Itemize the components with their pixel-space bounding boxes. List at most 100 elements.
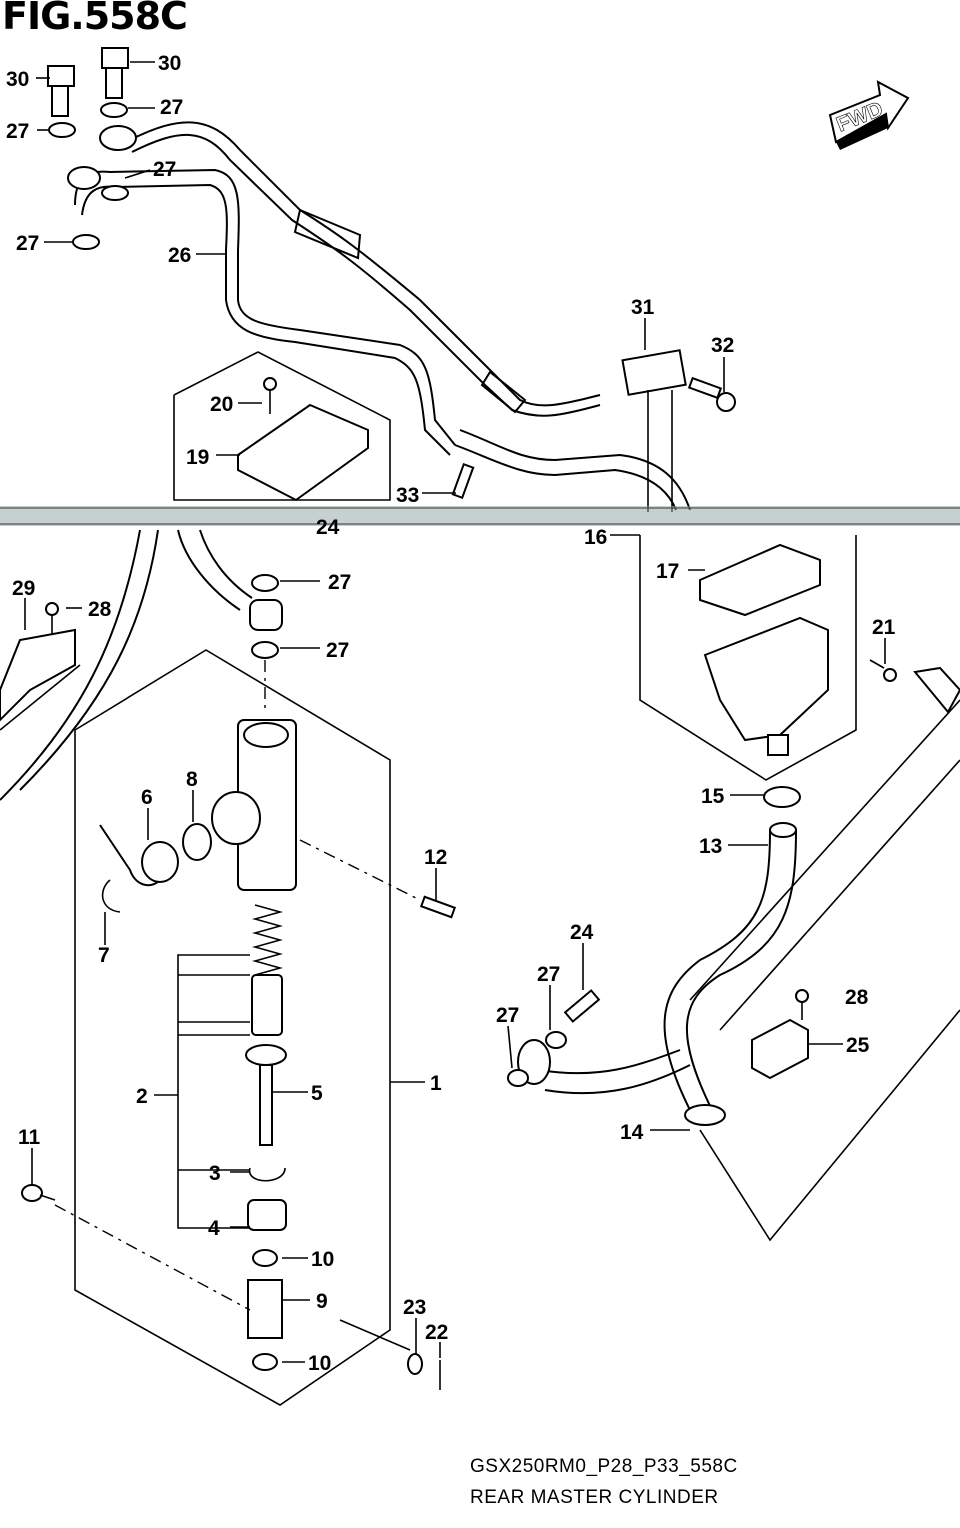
nut-10-icon bbox=[252, 1249, 278, 1267]
figure-title: FIG.558C bbox=[2, 0, 188, 38]
callout-number: 27 bbox=[16, 232, 39, 255]
callout-number: 27 bbox=[6, 120, 29, 143]
brake-pipe-26 bbox=[74, 168, 456, 446]
callout-number: 27 bbox=[326, 639, 349, 662]
callout-number: 23 bbox=[403, 1296, 426, 1319]
piston-assembly bbox=[251, 974, 283, 1036]
callout-number: 3 bbox=[209, 1162, 221, 1185]
callout-number: 5 bbox=[311, 1082, 323, 1105]
washer-27-icon bbox=[101, 185, 129, 201]
o-ring-8-icon bbox=[182, 823, 212, 861]
screw-28-icon bbox=[795, 989, 809, 1020]
brake-hose-lower bbox=[544, 1064, 691, 1095]
page-break-band bbox=[0, 506, 960, 526]
callout-number: 4 bbox=[208, 1217, 220, 1240]
callout-number: 7 bbox=[98, 944, 110, 967]
washer-27-icon bbox=[251, 574, 279, 592]
snap-ring-3-icon bbox=[249, 1167, 286, 1182]
washer-23-icon bbox=[407, 1353, 423, 1375]
callout-number: 30 bbox=[6, 68, 29, 91]
cylinder-top-port bbox=[243, 722, 289, 748]
spring bbox=[252, 904, 283, 976]
callout-number: 31 bbox=[631, 296, 655, 319]
hose-end bbox=[769, 822, 797, 838]
callout-number: 30 bbox=[158, 52, 181, 75]
push-rod-5 bbox=[259, 1064, 273, 1146]
clevis-9 bbox=[247, 1279, 283, 1339]
reservoir-cap-19 bbox=[237, 403, 369, 502]
figure-name: REAR MASTER CYLINDER bbox=[470, 1487, 719, 1508]
callout-number: 9 bbox=[316, 1290, 328, 1313]
brake-hose bbox=[177, 529, 241, 611]
frame-line bbox=[19, 529, 159, 791]
screw-28-icon bbox=[45, 602, 59, 634]
callout-number: 26 bbox=[168, 244, 191, 267]
brake-hose bbox=[454, 444, 677, 511]
washer-27-icon bbox=[507, 1069, 529, 1087]
boot-4 bbox=[247, 1199, 287, 1231]
hose-clip-14-icon bbox=[684, 1104, 726, 1126]
callout-number: 27 bbox=[153, 158, 176, 181]
brake-hose-lower bbox=[539, 1049, 681, 1075]
callout-number: 27 bbox=[328, 571, 351, 594]
callout-number: 2 bbox=[136, 1085, 148, 1108]
circlip-7-icon bbox=[101, 879, 121, 913]
screw-20-icon bbox=[263, 377, 277, 414]
reservoir-hose-13 bbox=[663, 829, 771, 1111]
callout-number: 25 bbox=[846, 1034, 870, 1057]
group-outline-lower bbox=[699, 1009, 960, 1242]
banjo-union bbox=[249, 599, 283, 631]
callout-number: 22 bbox=[425, 1321, 448, 1344]
callout-number: 27 bbox=[160, 96, 183, 119]
frame-line bbox=[689, 699, 960, 1001]
callout-number: 32 bbox=[711, 334, 734, 357]
brake-pipe-26 bbox=[81, 183, 451, 456]
frame-line bbox=[0, 664, 81, 731]
hose-sleeve bbox=[480, 370, 527, 414]
master-cylinder-group-outline bbox=[74, 649, 391, 1406]
callout-number: 16 bbox=[584, 526, 607, 549]
pin-11-icon bbox=[21, 1184, 56, 1202]
callout-number: 24 bbox=[316, 516, 340, 539]
reservoir-outlet bbox=[767, 734, 789, 756]
callout-number: 15 bbox=[701, 785, 725, 808]
push-rod-boot bbox=[245, 1044, 287, 1066]
banjo-bolt-30-icon bbox=[47, 65, 75, 117]
banjo-fitting-icon bbox=[67, 166, 101, 190]
frame-line bbox=[0, 529, 141, 801]
clamp-25 bbox=[751, 1018, 809, 1080]
washer-27-icon bbox=[251, 641, 279, 659]
callout-number: 20 bbox=[210, 393, 233, 416]
bolt-33-icon bbox=[451, 462, 475, 500]
callout-number: 10 bbox=[311, 1248, 334, 1271]
nut-10-icon bbox=[252, 1353, 278, 1371]
washer-27-icon bbox=[72, 234, 100, 250]
callout-number: 11 bbox=[18, 1126, 41, 1149]
callout-number: 28 bbox=[88, 598, 112, 621]
reservoir-hose-13 bbox=[685, 829, 797, 1111]
catalog-code: GSX250RM0_P28_P33_558C bbox=[470, 1456, 738, 1477]
washer-27-icon bbox=[48, 122, 76, 138]
hose-clamp-31 bbox=[621, 349, 687, 396]
bolt-12-icon bbox=[419, 895, 457, 919]
callout-number: 24 bbox=[570, 921, 594, 944]
bolt-32-icon bbox=[687, 376, 736, 412]
hose-clip-15-icon bbox=[763, 786, 801, 808]
callout-number: 6 bbox=[141, 786, 153, 809]
callout-number: 14 bbox=[620, 1121, 644, 1144]
brake-hose bbox=[131, 133, 601, 417]
frame-line bbox=[719, 759, 960, 1031]
callout-number: 33 bbox=[396, 484, 419, 507]
washer-27-icon bbox=[100, 102, 128, 118]
callout-number: 27 bbox=[496, 1004, 519, 1027]
callout-number: 13 bbox=[699, 835, 722, 858]
elbow-joint bbox=[141, 841, 179, 883]
bracket-29 bbox=[0, 628, 76, 722]
callout-number: 27 bbox=[537, 963, 560, 986]
washer-27-icon bbox=[545, 1031, 567, 1049]
brake-hose bbox=[129, 121, 601, 407]
banjo-fitting-icon bbox=[99, 125, 137, 151]
brake-hose bbox=[459, 429, 691, 511]
callout-number: 10 bbox=[308, 1352, 331, 1375]
callout-number: 1 bbox=[430, 1072, 442, 1095]
